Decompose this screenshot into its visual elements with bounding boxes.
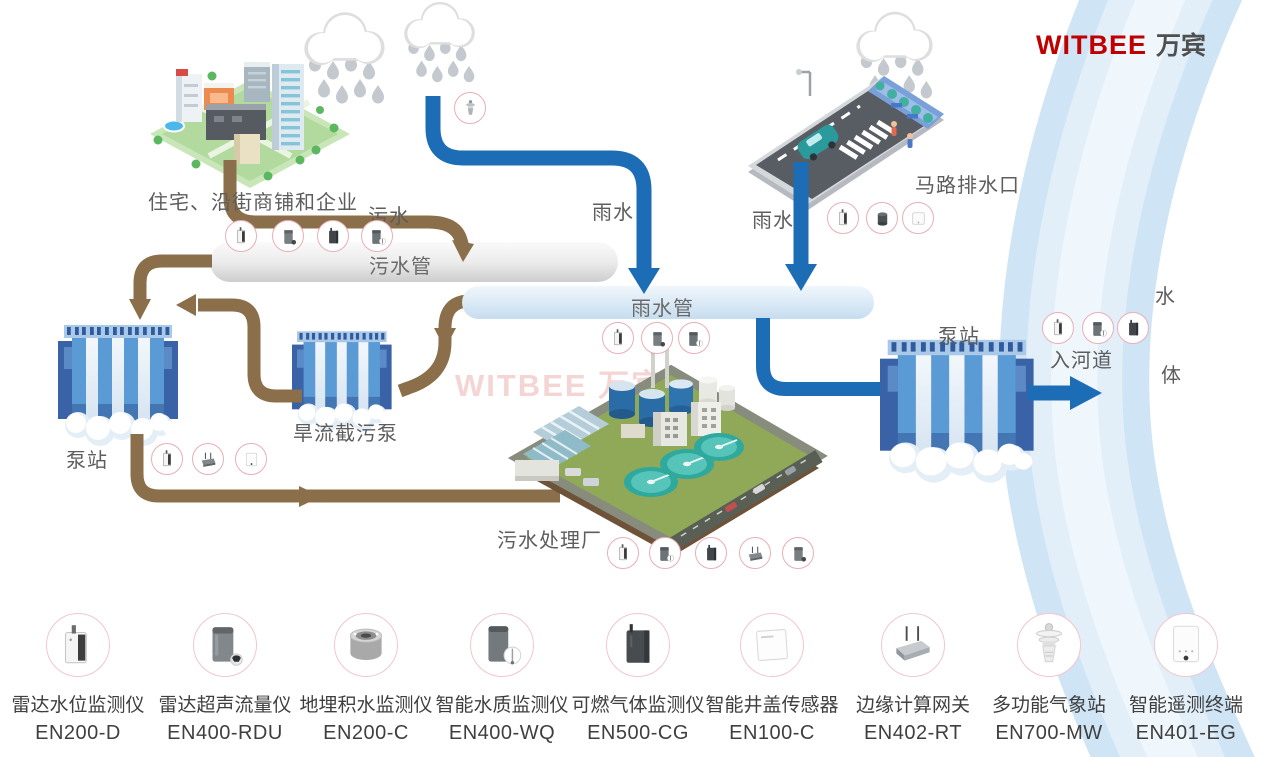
product-item: 雷达超声流量仪 EN400-RDU xyxy=(150,613,300,745)
treatment-plant-illustration xyxy=(507,343,828,556)
ultrasonic-flow-meter-product-icon xyxy=(193,613,257,677)
product-model: EN200-C xyxy=(323,722,409,744)
radar-level-monitor-icon xyxy=(607,537,639,569)
product-name: 雷达水位监测仪 xyxy=(11,695,145,716)
pump-station-right xyxy=(880,339,1034,483)
water-quality-monitor-icon xyxy=(361,220,393,252)
weather-station-icon xyxy=(454,92,486,124)
edge-gateway-icon xyxy=(739,537,771,569)
product-item: 可燃气体监测仪 EN500-CG xyxy=(563,613,713,745)
pump-station-left xyxy=(58,325,178,446)
weather-station-product-icon xyxy=(1017,613,1081,677)
gas-monitor-icon xyxy=(317,220,349,252)
treatment-plant-label: 污水处理厂 xyxy=(497,530,602,552)
product-model: EN400-WQ xyxy=(448,722,556,744)
radar-level-monitor-icon xyxy=(602,322,634,354)
rain-flow-arrows xyxy=(628,264,1102,410)
water-quality-monitor-icon xyxy=(649,537,681,569)
ultrasonic-flow-meter-icon xyxy=(641,322,673,354)
rain-pipe-label: 雨水管 xyxy=(631,298,694,320)
brand-logo-en: WITBEE xyxy=(1036,30,1147,60)
product-name: 雷达超声流量仪 xyxy=(158,695,292,716)
into-river-label: 入河道 xyxy=(1050,350,1113,372)
pump-right-label: 泵站 xyxy=(938,326,980,348)
buried-water-monitor-product-icon xyxy=(334,613,398,677)
product-name: 智能遥测终端 xyxy=(1128,695,1243,716)
telemetry-terminal-product-icon xyxy=(1154,613,1218,677)
dry-flow-pump-label: 旱流截污泵 xyxy=(293,423,398,445)
pump-left-label: 泵站 xyxy=(66,450,108,472)
radar-level-monitor-icon xyxy=(827,202,859,234)
radar-level-monitor-icon xyxy=(151,443,183,475)
city-label: 住宅、沿街商铺和企业 xyxy=(148,192,358,214)
sewage-flow-arrows xyxy=(129,240,474,507)
product-item: 边缘计算网关 EN402-RT xyxy=(838,613,988,745)
product-item: 智能遥测终端 EN401-EG xyxy=(1111,613,1261,745)
radar-level-monitor-icon xyxy=(1042,312,1074,344)
city-illustration xyxy=(150,62,350,188)
sewage-pipe-label: 污水管 xyxy=(369,256,432,278)
gas-monitor-icon xyxy=(1117,312,1149,344)
product-model: EN700-MW xyxy=(995,722,1103,744)
manhole-cover-sensor-product-icon xyxy=(740,613,804,677)
brand-logo-cn: 万宾 xyxy=(1156,32,1207,60)
gas-monitor-icon xyxy=(695,537,727,569)
product-item: 多功能气象站 EN700-MW xyxy=(974,613,1124,745)
water-quality-monitor-product-icon xyxy=(470,613,534,677)
water-quality-monitor-icon xyxy=(678,322,710,354)
product-name: 智能井盖传感器 xyxy=(705,695,839,716)
radar-level-monitor-product-icon xyxy=(46,613,110,677)
water-quality-monitor-icon xyxy=(1082,312,1114,344)
water-body-label-1: 水 xyxy=(1155,286,1176,308)
product-model: EN500-CG xyxy=(587,722,689,744)
product-name: 多功能气象站 xyxy=(991,695,1106,716)
rain-pipe xyxy=(462,286,874,319)
product-model: EN401-EG xyxy=(1135,722,1237,744)
ultrasonic-flow-meter-icon xyxy=(272,220,304,252)
rain-cloud-1 xyxy=(304,12,385,103)
product-model: EN400-RDU xyxy=(167,722,283,744)
product-item: 智能井盖传感器 EN100-C xyxy=(697,613,847,745)
product-model: EN402-RT xyxy=(863,722,963,744)
product-model: EN200-D xyxy=(35,722,121,744)
clarifier-tanks xyxy=(624,433,744,497)
road-outlet-label: 马路排水口 xyxy=(915,175,1020,197)
edge-gateway-icon xyxy=(192,443,224,475)
manhole-cover-sensor-icon xyxy=(902,202,934,234)
edge-gateway-product-icon xyxy=(881,613,945,677)
gas-monitor-product-icon xyxy=(606,613,670,677)
rain-flow-left-label: 雨水 xyxy=(592,202,634,224)
product-name: 边缘计算网关 xyxy=(855,695,970,716)
product-item: 雷达水位监测仪 EN200-D xyxy=(3,613,153,745)
product-item: 地埋积水监测仪 EN200-C xyxy=(291,613,441,745)
water-body-label-2: 体 xyxy=(1161,365,1182,387)
product-name: 智能水质监测仪 xyxy=(435,695,569,716)
radar-level-monitor-icon xyxy=(225,220,257,252)
product-name: 地埋积水监测仪 xyxy=(299,695,433,716)
product-item: 智能水质监测仪 EN400-WQ xyxy=(427,613,577,745)
telemetry-terminal-icon xyxy=(235,443,267,475)
pipe-rainpipe-to-rightpump xyxy=(756,318,890,396)
river xyxy=(999,0,1255,757)
brand-logo: WITBEE 万宾 xyxy=(1036,26,1206,62)
rain-flow-pipes xyxy=(425,96,1072,401)
product-model: EN100-C xyxy=(729,722,815,744)
rain-flow-right-label: 雨水 xyxy=(752,210,794,232)
buried-water-monitor-icon xyxy=(866,202,898,234)
rain-cloud-2 xyxy=(404,1,475,82)
sewage-pipe xyxy=(210,242,618,282)
ultrasonic-flow-meter-icon xyxy=(782,537,814,569)
product-name: 可燃气体监测仪 xyxy=(571,695,705,716)
